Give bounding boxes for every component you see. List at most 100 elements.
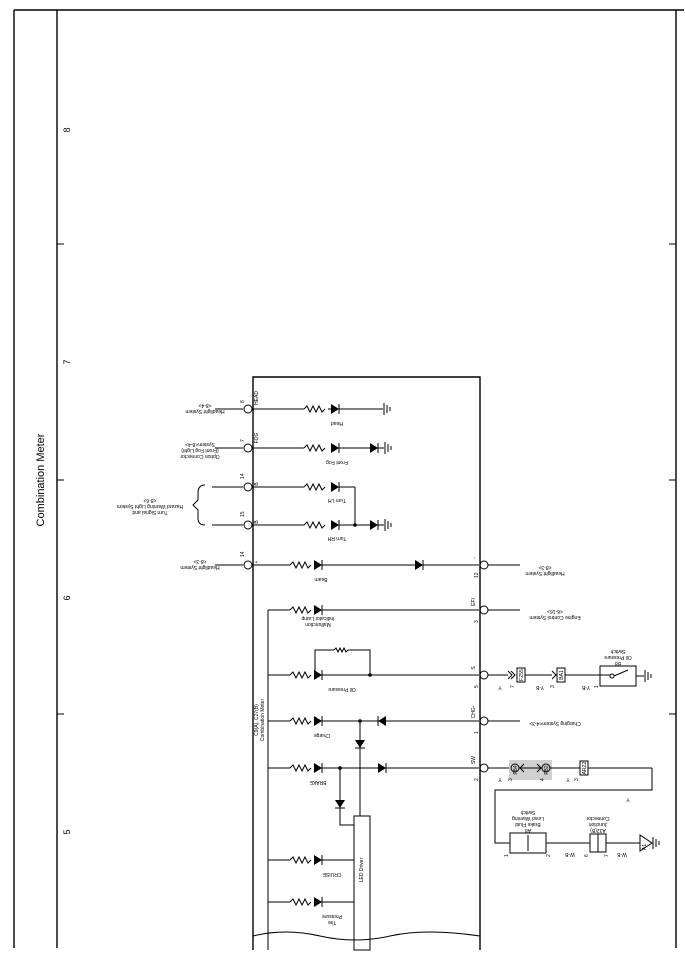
led-driver-label: LED Driver bbox=[359, 857, 365, 882]
page-frame bbox=[13, 9, 684, 948]
brake-wire: Y bbox=[498, 776, 502, 782]
fog-ref-2: (Front Fog Light) bbox=[181, 447, 219, 453]
charge-terminal: CHG- bbox=[471, 705, 477, 718]
brake-conn-a: FB4 bbox=[513, 765, 519, 774]
turn-lh-lamp-label: Turn LH bbox=[328, 497, 346, 503]
brake-sw-name-1: Brake Fluid bbox=[515, 821, 541, 827]
oil-sw-code: B8 bbox=[615, 660, 621, 666]
brake-pin: 2 bbox=[474, 778, 480, 781]
zone-5: 5 bbox=[62, 829, 72, 834]
meter-code: C9(A), C27(B) bbox=[254, 704, 260, 736]
beam-sign-right: - bbox=[472, 557, 478, 559]
oil-pin: 5 bbox=[474, 685, 480, 688]
brake-wire-2: Y bbox=[566, 776, 570, 782]
charge-lamp-label: Charge bbox=[314, 732, 331, 738]
malf-ref-2: <6-16> bbox=[547, 608, 563, 614]
brake-sw-name-3: Switch bbox=[520, 809, 535, 815]
turn-ref-1: Turn Signal and bbox=[132, 509, 167, 515]
fog-ref-1: Option Connector bbox=[180, 453, 220, 459]
fog-terminal: FOG bbox=[254, 432, 260, 443]
zone-8: 8 bbox=[62, 127, 72, 132]
oil-conn-2: BA1 bbox=[559, 670, 565, 680]
beam-ref-right-code: <8-3> bbox=[538, 564, 551, 570]
malf-ref-1: Engine Control System bbox=[529, 614, 580, 620]
page-title: Combination Meter bbox=[35, 433, 47, 526]
oil-conn-1: FZ55 bbox=[519, 669, 525, 681]
jc-name-1: Junction bbox=[588, 821, 607, 827]
beam-sign-left: + bbox=[254, 560, 260, 563]
jc-wire-1: W-B bbox=[565, 851, 575, 857]
beam-ref-right: Headlight System bbox=[525, 570, 564, 576]
brake-pin-a: 3 bbox=[508, 778, 514, 781]
oil-sw-name-2: Switch bbox=[610, 648, 625, 654]
brake-fluid-switch bbox=[509, 832, 660, 854]
charge-pin: 1 bbox=[474, 731, 480, 734]
malf-pin: 3 bbox=[474, 620, 480, 623]
fog-ref-3: System<8-4> bbox=[185, 441, 215, 447]
brake-circuit bbox=[268, 760, 653, 844]
turn-ref-3: <8-6> bbox=[143, 497, 156, 503]
jc-code: A32(B) bbox=[590, 827, 606, 833]
cruise-lamp-label: CRUISE bbox=[322, 871, 342, 877]
led-driver-box bbox=[353, 815, 371, 951]
charge-ref: Charging System<4-3> bbox=[529, 720, 580, 726]
ground-code: A1 bbox=[642, 844, 648, 850]
beam-circuit bbox=[215, 560, 520, 570]
oil-conn-2-pin: 3 bbox=[550, 685, 556, 688]
jc-wire-2: W-B bbox=[617, 851, 627, 857]
combination-meter-box bbox=[252, 376, 481, 950]
meter-name: Combination Meter bbox=[260, 699, 266, 742]
brake-sw-pin-2: 2 bbox=[546, 854, 552, 857]
turn-circuit bbox=[192, 482, 392, 531]
brake-conn-3-pin: 3 bbox=[574, 778, 580, 781]
turn-rh-pin: 15 bbox=[240, 511, 246, 517]
oil-conn-1-pin: 7 bbox=[510, 685, 516, 688]
oil-terminal: S bbox=[471, 666, 477, 670]
turn-lh-pin: 14 bbox=[240, 473, 246, 479]
brake-pin-b: 4 bbox=[540, 778, 546, 781]
malfunction-circuit bbox=[268, 605, 520, 615]
brake-sw-pin-1: 1 bbox=[504, 854, 510, 857]
brake-conn-b: FB2 bbox=[544, 765, 550, 774]
head-ref-code: <8-4> bbox=[198, 402, 211, 408]
head-circuit bbox=[215, 403, 391, 415]
jc-name-2: Connector bbox=[586, 815, 609, 821]
beam-lamp-label: Beam bbox=[314, 576, 327, 582]
zone-7: 7 bbox=[62, 359, 72, 364]
beam-pin-left: 14 bbox=[240, 551, 246, 557]
head-pin: 8 bbox=[240, 400, 246, 403]
jc-pin-a: 6 bbox=[584, 854, 590, 857]
charge-circuit bbox=[268, 716, 520, 816]
cruise-circuit bbox=[268, 855, 354, 865]
turn-ref-2: Hazard Warning Light System bbox=[117, 503, 183, 509]
brake-wire-3: Y bbox=[626, 796, 630, 802]
oil-lamp-label: Oil Pressure bbox=[328, 686, 356, 692]
tire-pressure-circuit bbox=[268, 897, 354, 907]
fog-pin: 7 bbox=[240, 439, 246, 442]
malf-lamp-1: Malfunction bbox=[305, 621, 331, 627]
turn-lh-terminal: B bbox=[254, 482, 260, 486]
turn-rh-lamp-label: Turn RH bbox=[327, 535, 346, 541]
jc-pin-b: 7 bbox=[604, 854, 610, 857]
fog-circuit bbox=[215, 442, 392, 454]
oil-sw-name-1: Oil Pressure bbox=[604, 654, 632, 660]
brake-lamp-label: BRAKE bbox=[309, 779, 327, 785]
brake-sw-name-2: Level Warning bbox=[512, 815, 544, 821]
brake-terminal: SW bbox=[471, 756, 477, 764]
tire-lamp-2: Pressure bbox=[322, 913, 342, 919]
head-lamp-label: Head bbox=[331, 420, 343, 426]
beam-ref-left: Headlight System bbox=[180, 564, 219, 570]
head-terminal: HEAD bbox=[254, 391, 260, 405]
oil-wire-1: Y bbox=[498, 684, 502, 690]
beam-pin-right: 12 bbox=[474, 572, 480, 578]
oil-wire-2: Y-B bbox=[535, 684, 544, 690]
beam-ref-left-code: <8-3> bbox=[193, 558, 206, 564]
malf-lamp-2: Indicator Lamp bbox=[301, 615, 334, 621]
brake-sw-code: A8 bbox=[525, 827, 531, 833]
oil-sw-pin: 1 bbox=[594, 685, 600, 688]
head-ref: Headlight System bbox=[185, 408, 224, 414]
tire-lamp-1: Tire bbox=[328, 919, 337, 925]
zone-6: 6 bbox=[62, 595, 72, 600]
malf-terminal: EFI bbox=[471, 598, 477, 606]
